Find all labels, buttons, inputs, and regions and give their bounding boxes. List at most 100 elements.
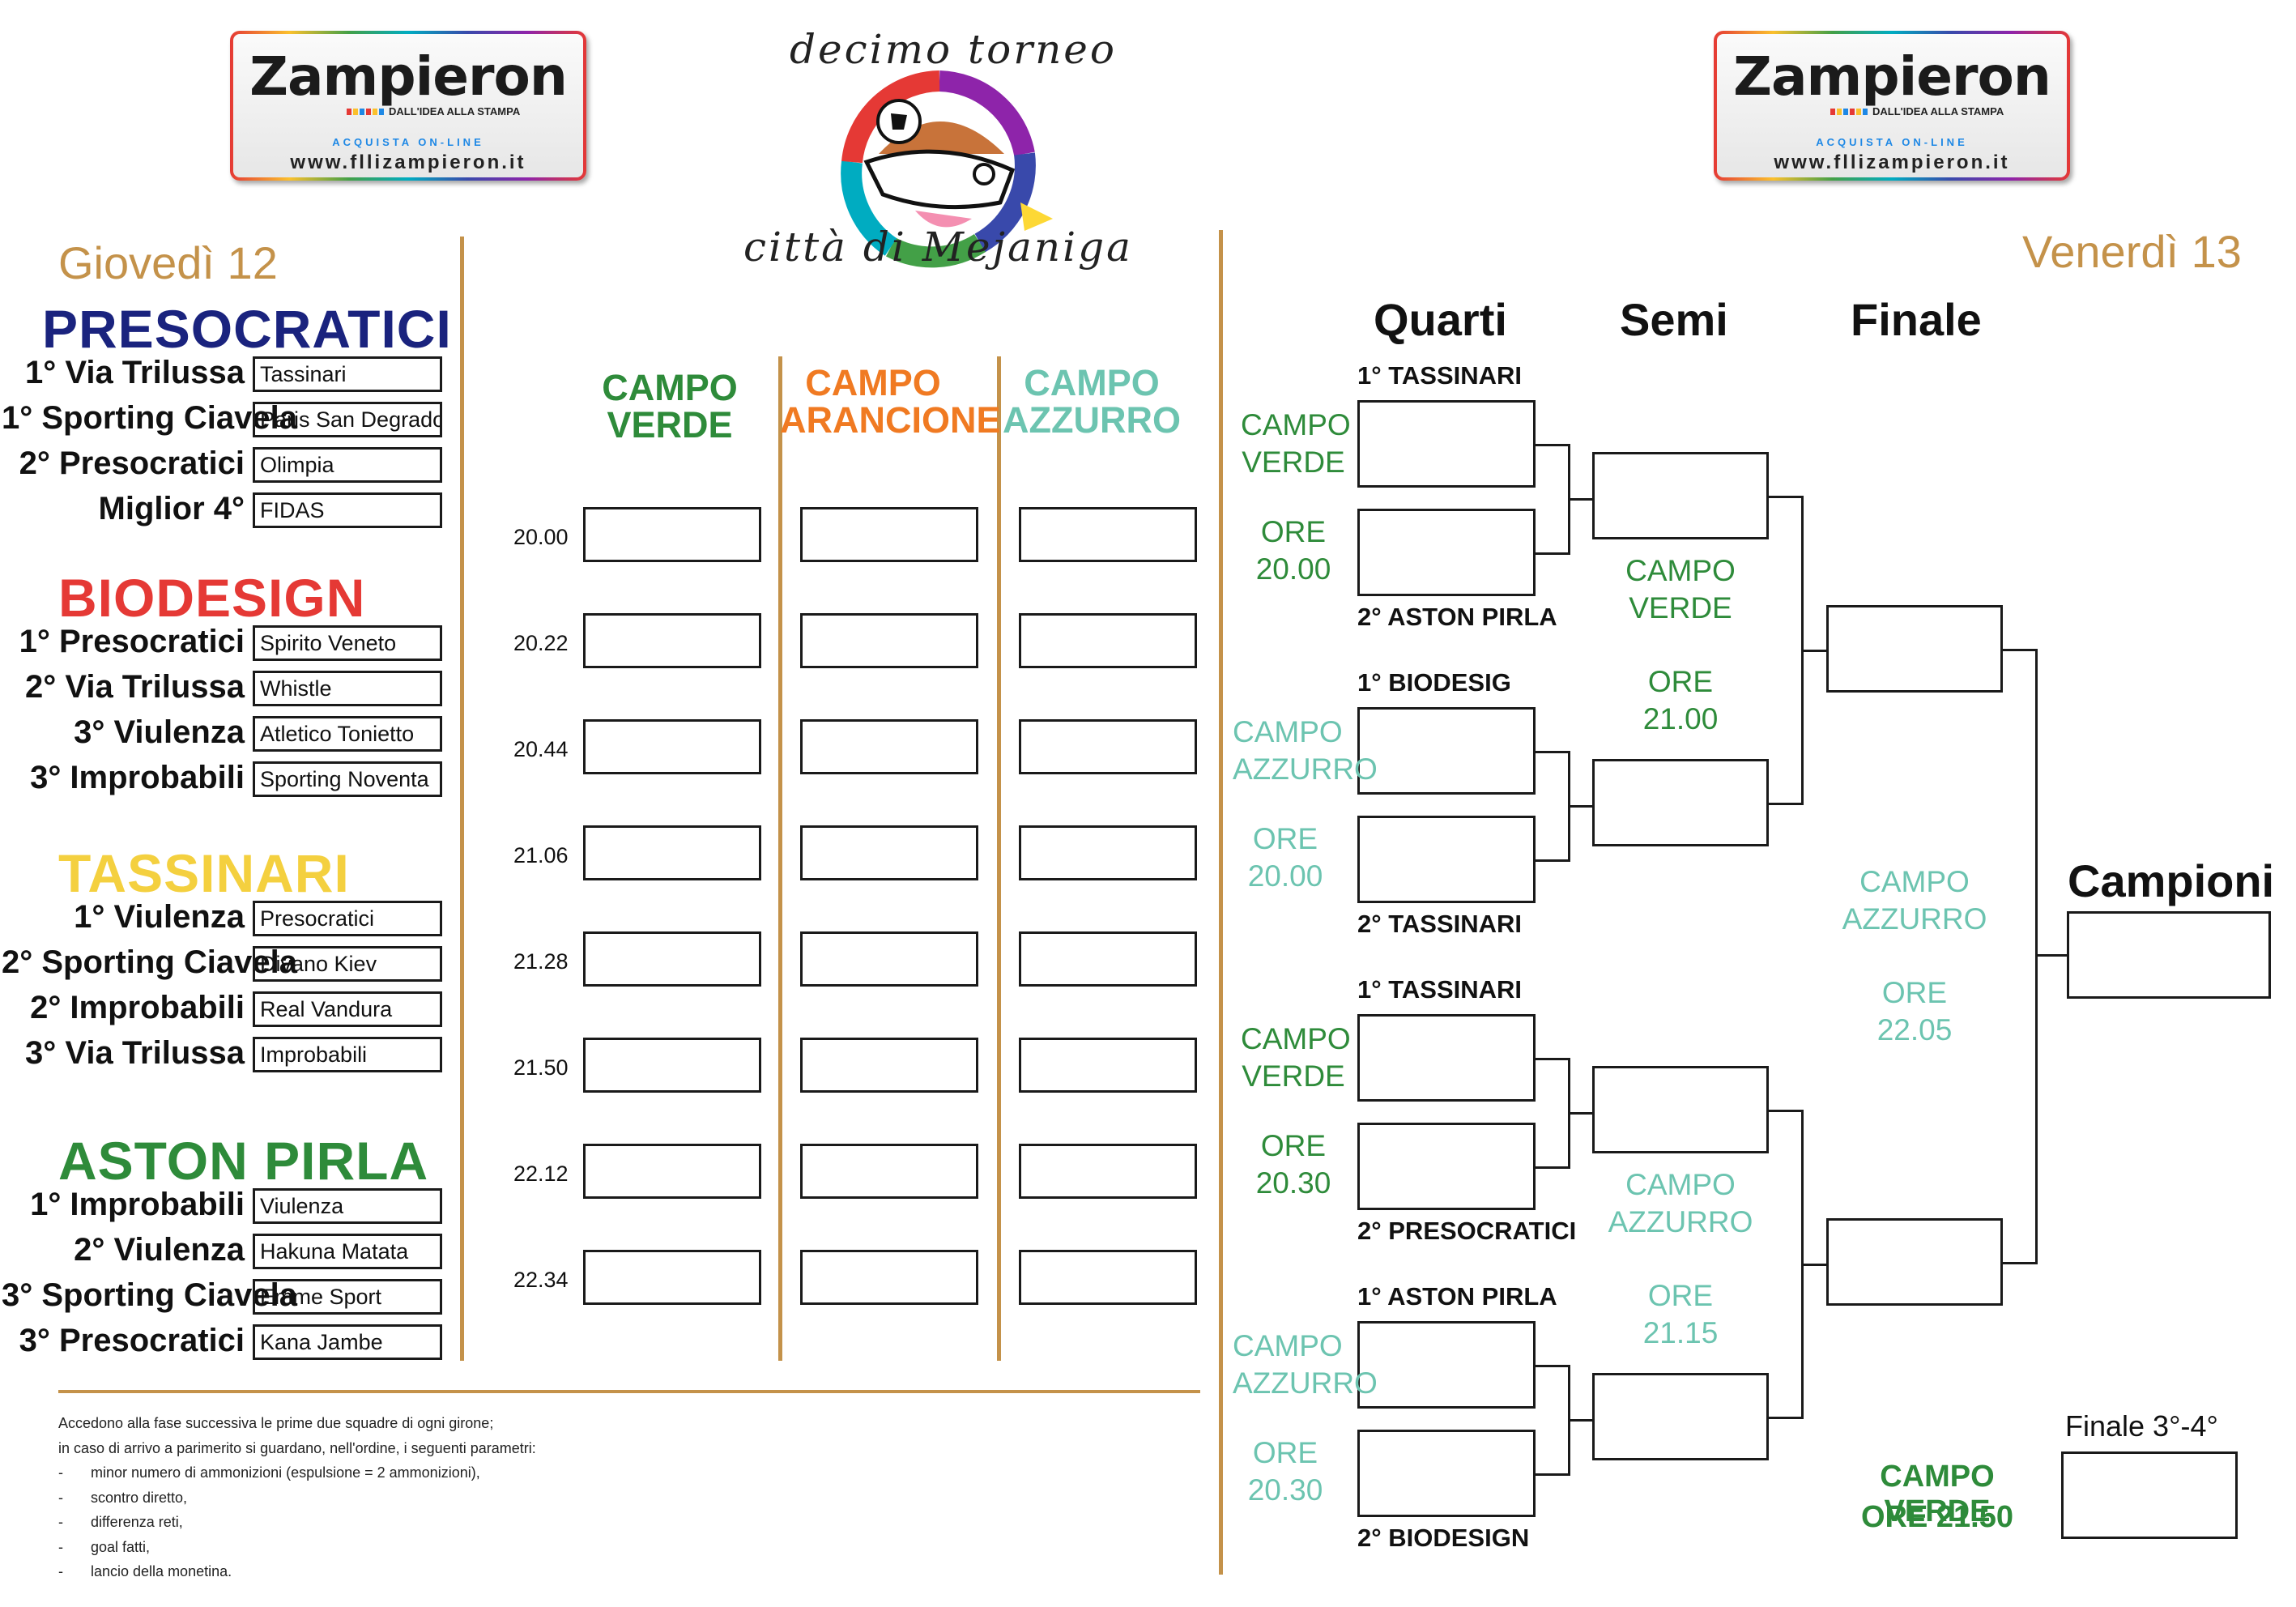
match-result-box[interactable] [583,1144,761,1199]
semi-venue-time: 21.00 [1642,702,1719,735]
third-place-box[interactable] [2061,1451,2238,1539]
divider-groups [460,237,464,1361]
field-divider-2 [997,356,1001,1361]
bracket-line [1536,1473,1570,1476]
match-result-box[interactable] [583,1038,761,1093]
semi-venue-ore: ORE [1647,1279,1714,1312]
quarter-box[interactable] [1357,509,1536,596]
field-header-line2: ARANCIONE [780,399,1001,441]
group-team-box: Paris San Degrado [253,402,442,437]
quarter-box[interactable] [1357,1123,1536,1210]
final-venue-ore: ORE [1881,976,1948,1009]
bracket-line [1568,1112,1592,1115]
match-result-box[interactable] [1019,825,1197,880]
match-result-box[interactable] [800,931,978,987]
match-result-box[interactable] [800,1038,978,1093]
semi-box[interactable] [1592,1373,1769,1460]
bracket-line [1536,859,1570,862]
champions-box[interactable] [2067,911,2271,999]
group-seed-label: 3° Sporting Ciavela [2,1277,297,1313]
match-result-box[interactable] [1019,1144,1197,1199]
slot-time: 22.34 [513,1268,569,1292]
group-seed-label: Miglior 4° [98,491,245,526]
quarter-box[interactable] [1357,1321,1536,1409]
match-result-box[interactable] [583,719,761,774]
match-result-box[interactable] [800,825,978,880]
quarter-venue-ore: ORE [1252,822,1318,855]
quarter-venue-ore: ORE [1260,1129,1327,1162]
match-result-box[interactable] [1019,931,1197,987]
group-team-box: Atletico Tonietto [253,716,442,752]
quarter-venue-field2: AZZURRO [1233,1366,1378,1400]
semi-box[interactable] [1592,1066,1769,1153]
rules-item: -differenza reti, [58,1510,787,1535]
group-seed-label: 1° Presocratici [19,624,245,659]
bracket-line [1536,751,1570,753]
final-box[interactable] [1826,605,2003,693]
quarter-box[interactable] [1357,1430,1536,1517]
group-team-box: Kana Jambe [253,1324,442,1360]
match-result-box[interactable] [1019,719,1197,774]
bracket-line [1536,1365,1570,1367]
match-result-box[interactable] [1019,507,1197,562]
field-header-line1: CAMPO [1024,362,1160,403]
field-header-line1: CAMPO [602,367,738,408]
field-header-line2: VERDE [607,404,733,445]
match-result-box[interactable] [583,507,761,562]
venue-spacer [1592,627,1769,663]
semi-box[interactable] [1592,759,1769,846]
quarter-venue-field: CAMPO [1241,408,1351,441]
group-team-box: FIDAS [253,492,442,528]
slot-time: 22.12 [513,1162,569,1186]
quarter-box[interactable] [1357,1014,1536,1102]
rules-item: -minor numero di ammonizioni (espulsione… [58,1460,787,1486]
semi-venue-field2: AZZURRO [1608,1205,1753,1238]
logo-dots-icon [347,109,386,115]
quarter-venue-time: 20.30 [1247,1473,1323,1507]
match-result-box[interactable] [800,1250,978,1305]
bracket-line [1801,1263,1826,1266]
bracket-line [1769,496,1803,498]
match-result-box[interactable] [800,719,978,774]
rules-intro-2: in caso di arrivo a parimerito si guarda… [58,1439,536,1456]
quarter-venue-ore: ORE [1260,515,1327,548]
bracket-line [1769,1417,1803,1419]
match-result-box[interactable] [583,931,761,987]
match-result-box[interactable] [583,1250,761,1305]
header-semi: Semi [1620,294,1728,345]
group-title: ASTON PIRLA [58,1131,429,1191]
logo-tagline: DALL'IDEA ALLA STAMPA [1872,105,2004,117]
match-result-box[interactable] [800,1144,978,1199]
match-result-box[interactable] [1019,613,1197,668]
rules-text: Accedono alla fase successiva le prime d… [58,1411,787,1584]
third-place-time: ORE 21.50 [1861,1500,2013,1534]
semi-venue-field: CAMPO [1625,1168,1736,1201]
group-seed-label: 1° Via Trilussa [25,355,245,390]
quarter-box[interactable] [1357,816,1536,903]
match-result-box[interactable] [1019,1038,1197,1093]
match-result-box[interactable] [583,613,761,668]
semi-box[interactable] [1592,452,1769,539]
quarter-box[interactable] [1357,707,1536,795]
slot-time: 20.44 [513,737,569,761]
final-box[interactable] [1826,1218,2003,1306]
rules-dash: - [58,1538,63,1555]
quarter-box[interactable] [1357,400,1536,488]
group-seed-label: 2° Improbabili [30,990,245,1025]
group-seed-label: 3° Viulenza [74,714,245,750]
quarter-seed-bottom: 2° ASTON PIRLA [1357,603,1557,631]
quarter-venue-time: 20.30 [1255,1166,1331,1200]
venue-spacer [1233,788,1338,821]
match-result-box[interactable] [1019,1250,1197,1305]
quarter-seed-top: 1° BIODESIG [1357,668,1511,697]
rules-item-text: scontro diretto, [91,1489,188,1506]
group-seed-label: 2° Sporting Ciavela [2,944,297,980]
match-result-box[interactable] [800,507,978,562]
group-team-box: Real Vandura [253,991,442,1027]
match-result-box[interactable] [800,613,978,668]
match-result-box[interactable] [583,825,761,880]
